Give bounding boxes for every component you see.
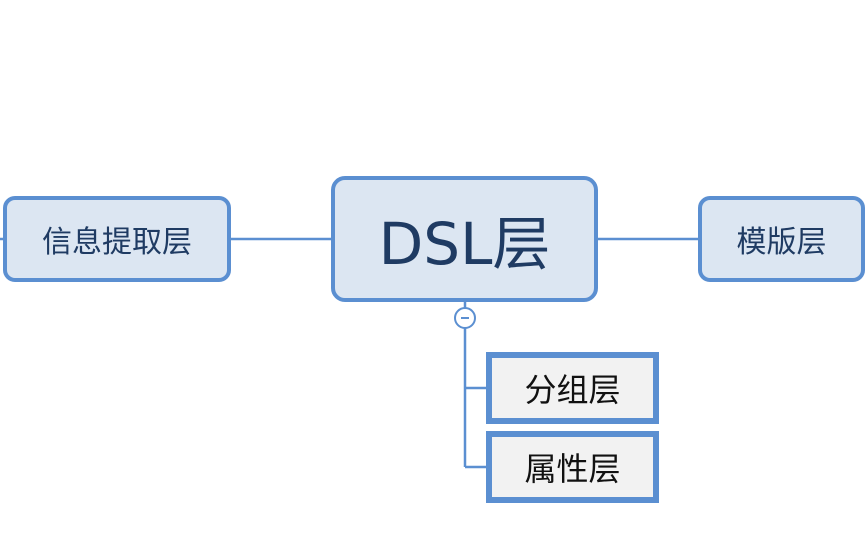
subtopic-label: 属性层	[524, 450, 621, 488]
topic-label: 信息提取层	[42, 225, 192, 260]
subtopic-group-layer[interactable]: 分组层	[486, 352, 659, 424]
topic-info-extraction-layer[interactable]: 信息提取层	[3, 196, 231, 282]
collapse-minus-icon[interactable]	[454, 307, 476, 329]
central-topic-dsl-layer[interactable]: DSL层	[331, 176, 598, 302]
topic-label: 模版层	[736, 225, 827, 260]
subtopic-attribute-layer[interactable]: 属性层	[486, 431, 659, 503]
subtopic-label: 分组层	[524, 371, 621, 409]
topic-template-layer[interactable]: 模版层	[698, 196, 865, 282]
central-topic-label: DSL层	[378, 210, 551, 278]
